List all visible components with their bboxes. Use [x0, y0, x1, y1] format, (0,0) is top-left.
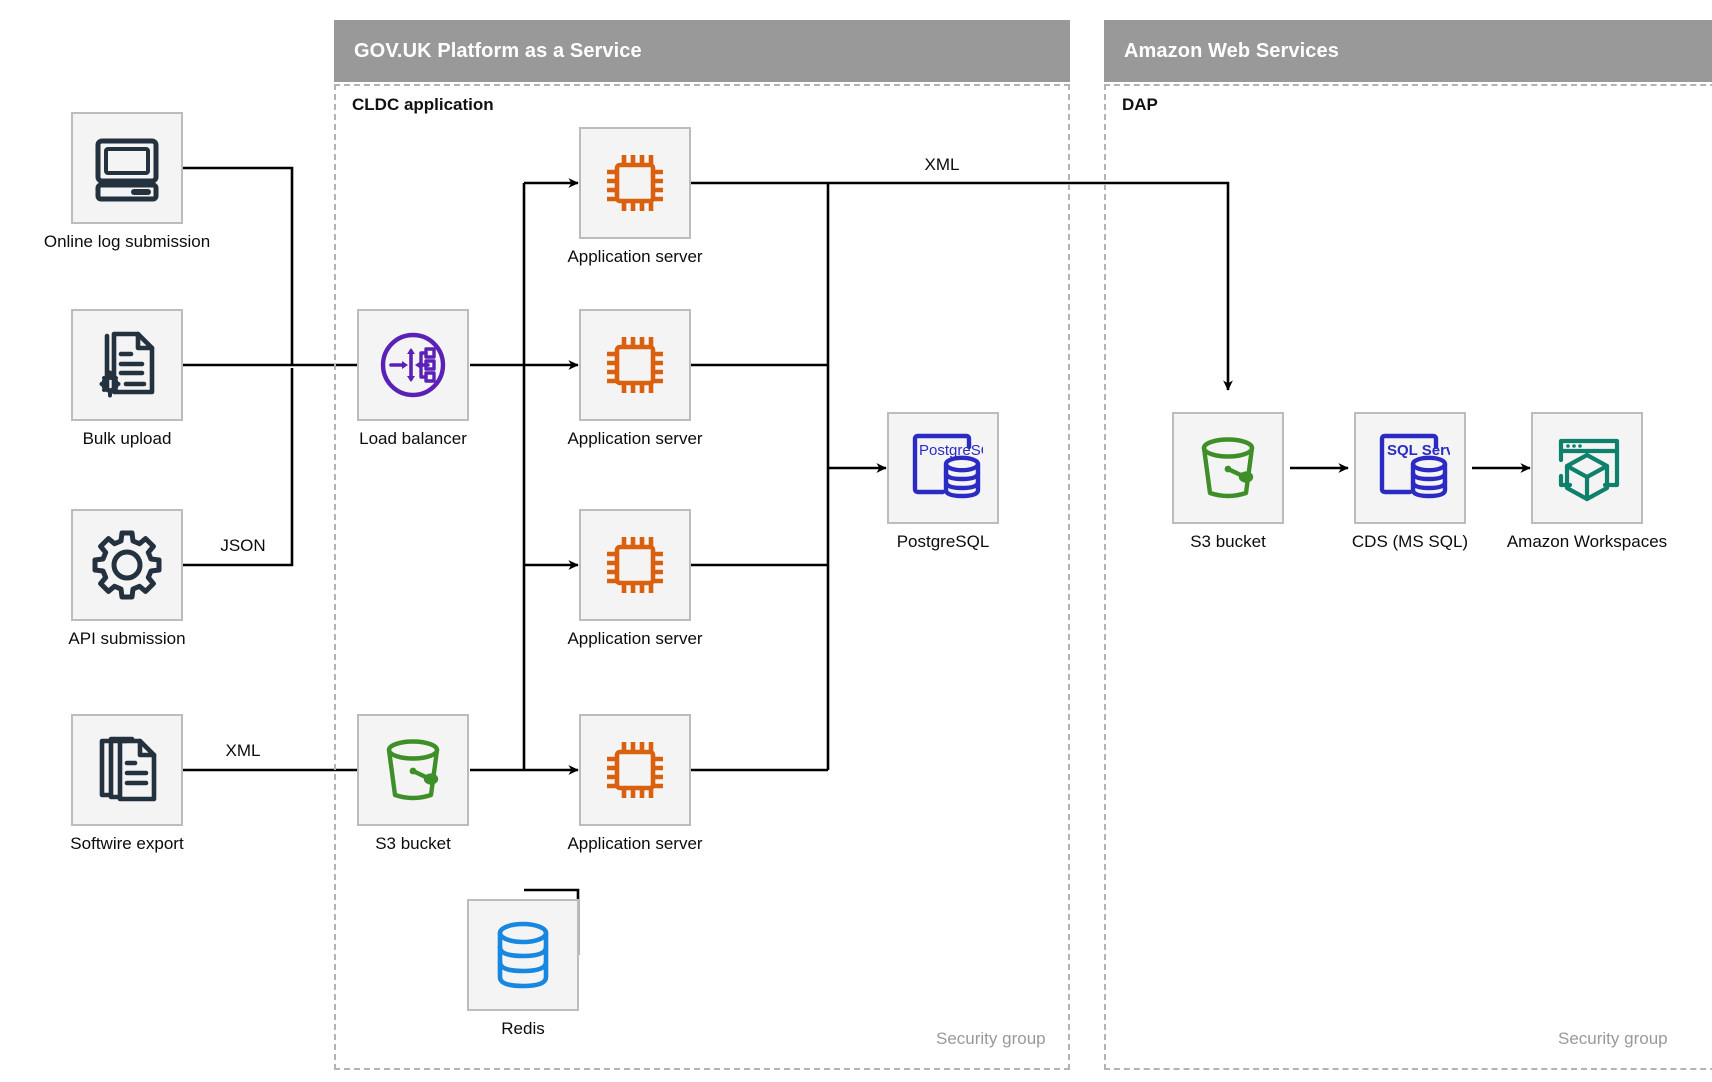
edge-label-xml-to-dap: XML — [918, 155, 966, 175]
edge-label-json: JSON — [214, 536, 272, 556]
zone-box-aws — [1104, 84, 1712, 1070]
node-caption: Application server — [567, 429, 703, 448]
amazon-workspaces-icon — [1531, 412, 1643, 524]
node-caption: Redis — [501, 1019, 545, 1038]
node-online-log-submission[interactable]: Online log submission — [44, 112, 210, 251]
gear-icon — [71, 509, 183, 621]
node-caption: PostgreSQL — [896, 532, 990, 551]
document-stack-icon — [71, 714, 183, 826]
node-caption: Application server — [567, 834, 703, 853]
node-cds-ms-sql[interactable]: SQL Server CDS (MS SQL) — [1352, 412, 1468, 551]
node-redis[interactable]: Redis — [467, 899, 579, 1038]
s3-bucket-icon — [1172, 412, 1284, 524]
desktop-computer-icon — [71, 112, 183, 224]
load-balancer-icon — [357, 309, 469, 421]
postgresql-badge-text: PostgreSQL — [919, 442, 983, 459]
node-dap-s3-bucket[interactable]: S3 bucket — [1172, 412, 1284, 551]
node-caption: S3 bucket — [1190, 532, 1266, 551]
node-caption: S3 bucket — [375, 834, 451, 853]
zone-header-aws-title: Amazon Web Services — [1124, 39, 1339, 62]
node-amazon-workspaces[interactable]: Amazon Workspaces — [1507, 412, 1667, 551]
sql-server-database-icon: SQL Server — [1354, 412, 1466, 524]
cpu-chip-icon — [579, 714, 691, 826]
node-paas-s3-bucket[interactable]: S3 bucket — [357, 714, 469, 853]
zone-header-paas: GOV.UK Platform as a Service — [334, 20, 1070, 82]
node-caption: Application server — [567, 247, 703, 266]
node-caption: CDS (MS SQL) — [1351, 532, 1469, 551]
cpu-chip-icon — [579, 309, 691, 421]
sql-server-badge-text: SQL Server — [1387, 442, 1450, 459]
node-postgresql[interactable]: PostgreSQL PostgreSQL — [887, 412, 999, 551]
zone-label-dap: DAP — [1122, 95, 1158, 114]
document-gear-icon — [71, 309, 183, 421]
node-caption: Bulk upload — [82, 429, 172, 448]
node-caption: Softwire export — [70, 834, 184, 853]
postgresql-database-icon: PostgreSQL — [887, 412, 999, 524]
node-application-server-2[interactable]: Application server — [567, 309, 703, 448]
node-caption: API submission — [68, 629, 186, 648]
edge-label-xml-softwire: XML — [219, 741, 267, 761]
node-application-server-4[interactable]: Application server — [567, 714, 703, 853]
node-application-server-3[interactable]: Application server — [567, 509, 703, 648]
node-caption: Amazon Workspaces — [1506, 532, 1668, 551]
zone-header-aws: Amazon Web Services — [1104, 20, 1712, 82]
s3-bucket-icon — [357, 714, 469, 826]
cpu-chip-icon — [579, 509, 691, 621]
zone-box-paas — [334, 84, 1070, 1070]
node-application-server-1[interactable]: Application server — [567, 127, 703, 266]
node-softwire-export[interactable]: Softwire export — [70, 714, 184, 853]
zone-footer-aws-security-group: Security group — [1558, 1029, 1668, 1048]
node-api-submission[interactable]: API submission — [68, 509, 186, 648]
node-caption: Online log submission — [43, 232, 211, 251]
zone-label-cldc-application: CLDC application — [352, 95, 494, 114]
node-bulk-upload[interactable]: Bulk upload — [71, 309, 183, 448]
zone-header-paas-title: GOV.UK Platform as a Service — [354, 39, 642, 62]
node-caption: Application server — [567, 629, 703, 648]
redis-database-icon — [467, 899, 579, 1011]
zone-footer-paas-security-group: Security group — [936, 1029, 1046, 1048]
node-load-balancer[interactable]: Load balancer — [357, 309, 469, 448]
node-caption: Load balancer — [359, 429, 467, 448]
cpu-chip-icon — [579, 127, 691, 239]
